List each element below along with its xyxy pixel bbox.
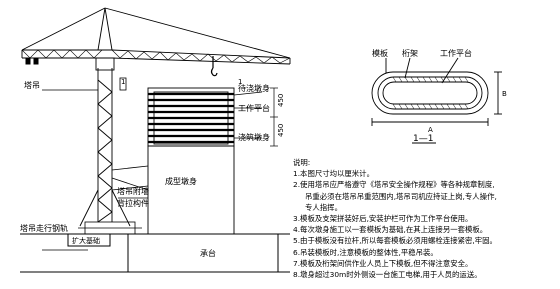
note-item: 7.模板及桁架间供作业人员上下模板,但不得注意安全。	[293, 258, 473, 268]
notes-block: 说明: 1.本图尺寸均以厘米计。 2.使用塔吊应严格遵守《塔吊安全操作规程》等各…	[293, 157, 558, 280]
tower-mast	[79, 68, 131, 227]
label-dim-450b: 450	[277, 124, 285, 137]
note-item: 5.由于模板没有拉杆,所以每套模板必须用螺栓连接紧密,牢固。	[293, 236, 497, 246]
section-label-truss: 桁架	[402, 48, 418, 58]
section-hatch	[392, 76, 469, 110]
wall-ties	[111, 165, 149, 191]
label-cap: 承台	[200, 248, 216, 258]
trolley	[119, 77, 127, 91]
note-item: 3.模板及支架拼装好后,安装护栏可作为工作平台使用。	[293, 214, 473, 224]
dimension-marks	[233, 87, 278, 147]
notes-title: 说明:	[293, 158, 311, 167]
label-formed-pier: 成型墩身	[165, 176, 197, 186]
left-leaders	[42, 89, 148, 251]
label-tower-crane: 塔吊	[24, 80, 40, 90]
section-dim-a: A	[428, 126, 433, 134]
label-platform-drum: 待浇墩身	[238, 83, 270, 93]
label-work-platform: 工作平台	[238, 103, 270, 113]
note-item: 1.本图尺寸均以厘米计。	[293, 169, 374, 179]
counterweight	[25, 57, 39, 65]
pier-formwork	[147, 87, 235, 235]
label-tie-member: 背拉构件	[117, 198, 149, 208]
crane-hook	[210, 56, 218, 77]
note-item: 吊重必须在塔吊吊重范围内,塔吊司机应持证上岗,专人操作,	[305, 191, 497, 201]
section-mark-right: 1	[238, 78, 242, 86]
label-expanded-foundation: 扩大基础	[72, 236, 100, 245]
note-item: 2.使用塔吊应严格遵守《塔吊安全操作规程》等各种规章制度,	[293, 180, 495, 190]
note-item: 6.吊装模板时,注意模板的整体性,平稳吊装。	[293, 247, 438, 257]
note-item: 4.每次墩身施工以一套模板为基础,在其上连接另一套模板。	[293, 225, 488, 235]
section-mark-left: 1	[121, 78, 125, 86]
formwork-bands	[148, 92, 234, 144]
section-label-template: 模板	[372, 48, 388, 58]
label-crane-rail: 塔吊走行钢轨	[20, 223, 68, 233]
jib-lattice	[21, 49, 291, 64]
cap-foundation	[20, 233, 290, 273]
section-title: 1—1	[413, 134, 433, 144]
label-dim-450a: 450	[277, 94, 285, 107]
note-item: 8.墩身超过30m时外侧设一台施工电梯,用于人员的运送。	[293, 270, 482, 280]
section-1-1	[371, 57, 502, 144]
section-label-work-platform: 工作平台	[440, 48, 472, 58]
note-item: 专人指挥。	[305, 202, 342, 212]
label-crane-anchor: 塔吊附墙	[117, 186, 149, 196]
section-dim-b: B	[502, 90, 507, 98]
label-cast-pier: 浇筑墩身	[238, 132, 270, 142]
crane-rail	[78, 221, 142, 235]
